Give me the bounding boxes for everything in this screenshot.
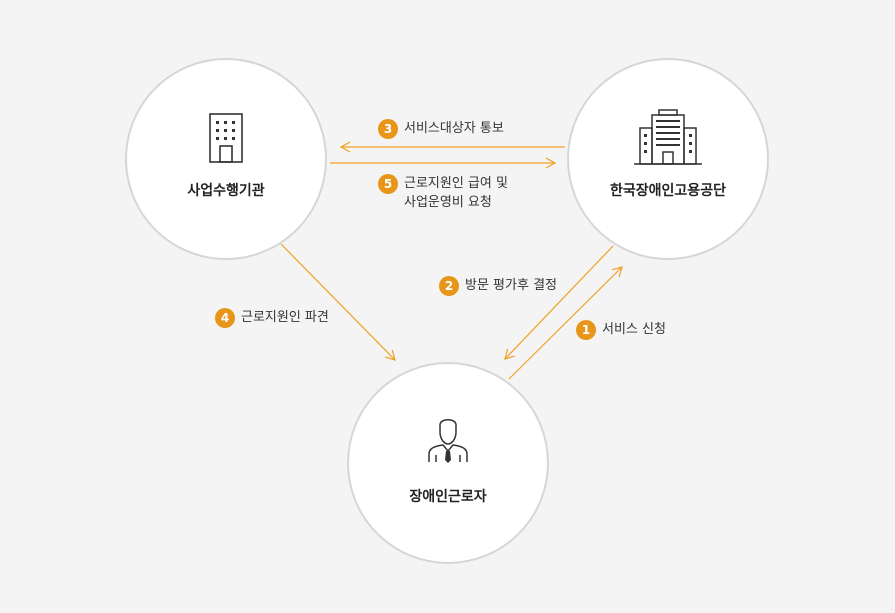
step-text: 서비스 신청 [602, 322, 666, 337]
step-text: 서비스대상자 통보 [404, 121, 504, 136]
node-service-agency: 사업수행기관 [125, 58, 327, 260]
arrow-step2 [504, 245, 614, 360]
step-text: 근로지원인 파견 [241, 310, 329, 325]
step-number-badge: 4 [215, 308, 235, 328]
office-building-icon [209, 113, 243, 163]
arrow-step1 [508, 266, 623, 380]
step-text-line-1: 근로지원인 급여 및 [404, 176, 508, 191]
step-text-line-2: 사업운영비 요청 [404, 195, 492, 210]
step-2-label: 2 방문 평가후 결정 [439, 276, 557, 296]
node-label-agency: 사업수행기관 [187, 183, 265, 199]
headquarters-building-icon [634, 109, 702, 165]
step-1-label: 1 서비스 신청 [576, 320, 666, 340]
node-label-worker: 장애인근로자 [409, 489, 487, 505]
arrow-step4 [280, 243, 396, 361]
step-3-label: 3 서비스대상자 통보 [378, 119, 504, 139]
step-number-badge: 5 [378, 174, 398, 194]
node-label-kead: 한국장애인고용공단 [610, 183, 726, 199]
step-4-label: 4 근로지원인 파견 [215, 308, 329, 328]
step-text: 근로지원인 급여 및 사업운영비 요청 [404, 174, 508, 212]
step-number-badge: 1 [576, 320, 596, 340]
step-5-label: 5 근로지원인 급여 및 사업운영비 요청 [378, 174, 508, 212]
person-with-tie-icon [428, 419, 468, 463]
step-text: 방문 평가후 결정 [465, 278, 557, 293]
step-number-badge: 2 [439, 276, 459, 296]
node-kead: 한국장애인고용공단 [567, 58, 769, 260]
node-disabled-worker: 장애인근로자 [347, 362, 549, 564]
step-number-badge: 3 [378, 119, 398, 139]
